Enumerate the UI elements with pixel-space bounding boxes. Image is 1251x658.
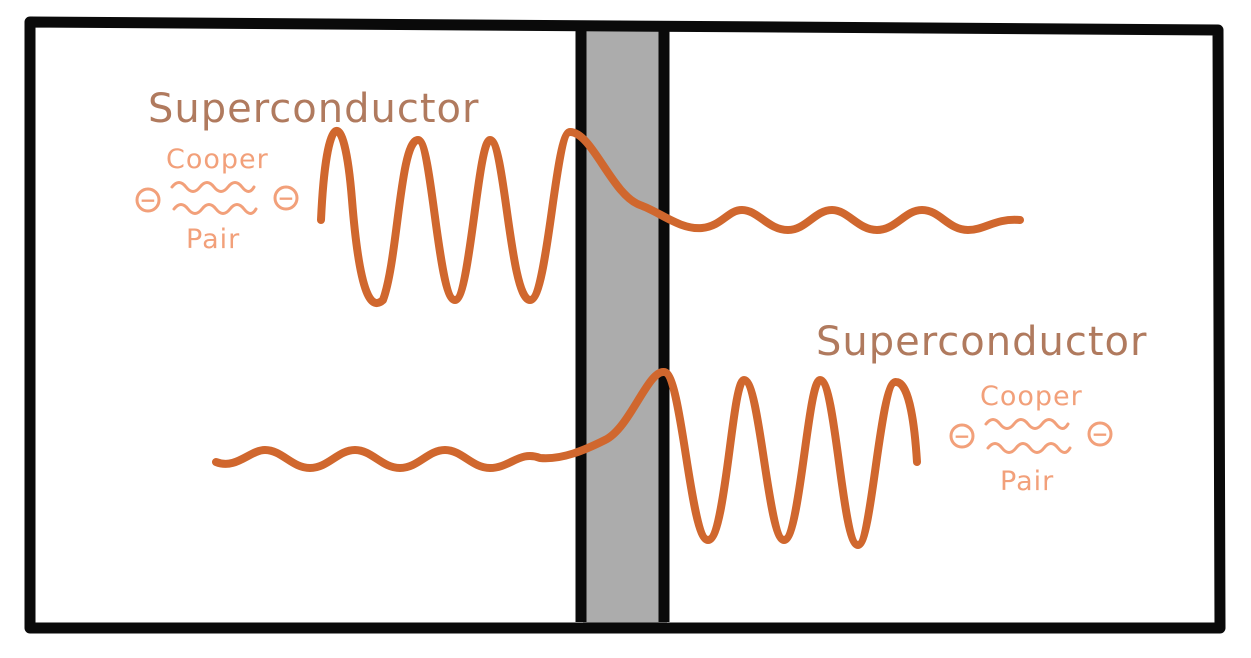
right-electron-right-icon <box>1087 421 1113 447</box>
right-superconductor-title: Superconductor <box>816 319 1147 365</box>
left-superconductor-title: Superconductor <box>148 86 479 132</box>
right-pair-wave-bottom-icon <box>986 442 1072 454</box>
right-pair-label: Pair <box>1000 466 1054 497</box>
insulating-barrier <box>583 28 667 624</box>
right-cooper-pair: Cooper − − Pair <box>949 381 1113 497</box>
left-electron-right-icon <box>273 185 299 211</box>
right-electron-left-sign: − <box>954 424 971 448</box>
left-pair-wave-top-icon <box>170 181 256 193</box>
right-electron-left-icon <box>949 423 975 449</box>
left-pair-wave-bottom-icon <box>172 203 258 215</box>
right-cooper-label: Cooper <box>980 381 1083 412</box>
outer-frame <box>24 16 1226 634</box>
left-electron-left-sign: − <box>140 188 157 212</box>
right-pair-wave-top-icon <box>984 418 1070 430</box>
right-electron-right-sign: − <box>1092 422 1109 446</box>
left-electron-left-icon <box>135 187 161 213</box>
left-cooper-pair: Cooper − − Pair <box>135 144 299 255</box>
left-pair-label: Pair <box>186 224 240 255</box>
left-wavefunction <box>317 127 1024 307</box>
left-electron-right-sign: − <box>278 186 295 210</box>
left-cooper-label: Cooper <box>166 144 269 175</box>
right-wavefunction <box>212 368 921 549</box>
